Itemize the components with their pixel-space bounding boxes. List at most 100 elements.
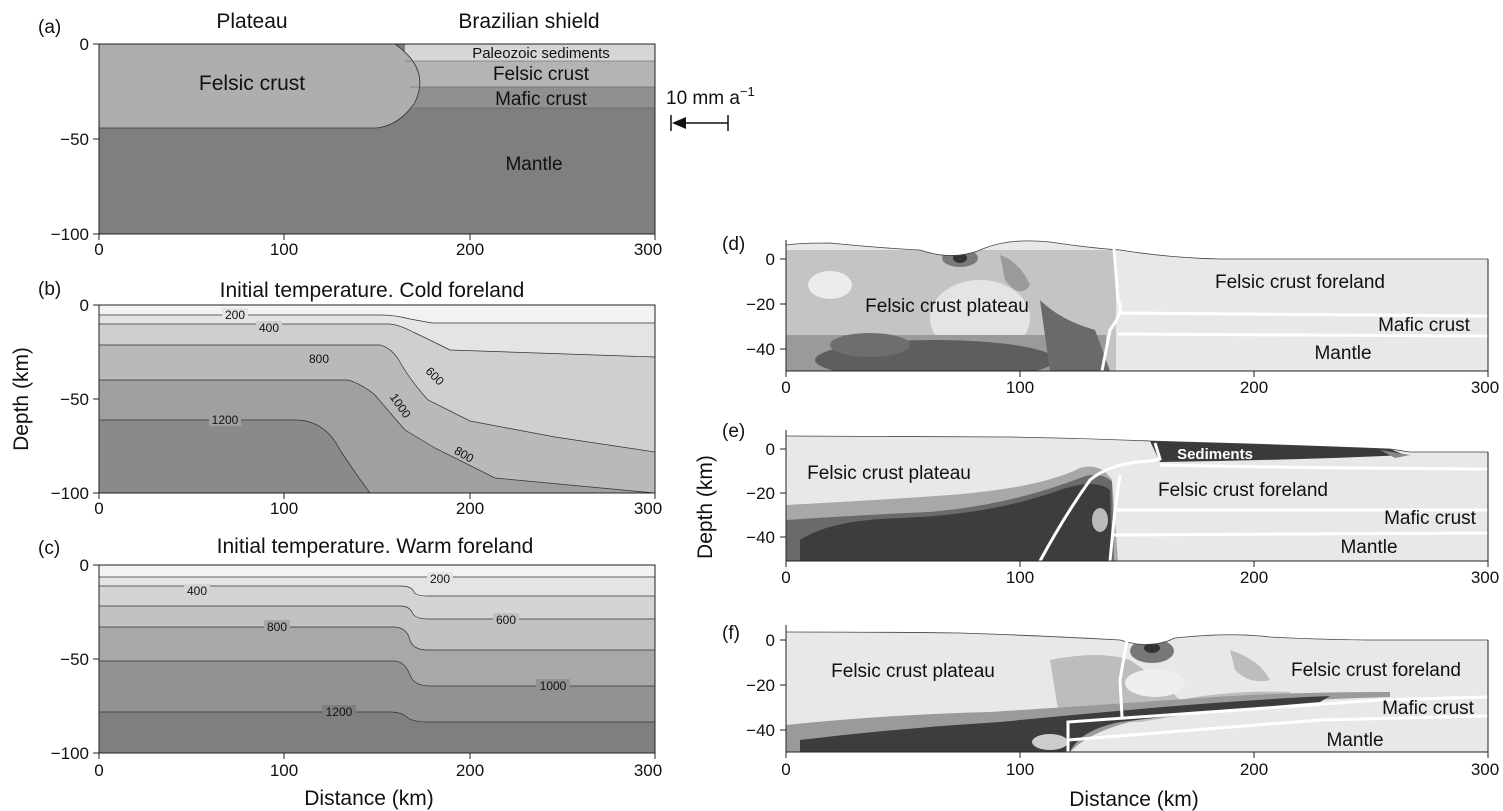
- e-xtick-0: 0: [781, 568, 790, 587]
- panel-b-letter: (b): [38, 279, 61, 300]
- d-xtick-2: 200: [1240, 378, 1268, 397]
- f-ytick-0: 0: [766, 631, 775, 650]
- c-ytick-0: 0: [80, 556, 89, 575]
- b-ytick-0: 0: [80, 296, 89, 315]
- c-ytick-1: −50: [60, 650, 89, 669]
- panel-e-letter: (e): [722, 421, 745, 442]
- left-x-axis-label: Distance (km): [304, 787, 434, 810]
- f-mantle-label: Mantle: [1326, 730, 1383, 751]
- b-contour-200: 200: [225, 308, 245, 322]
- d-xtick-1: 100: [1006, 378, 1034, 397]
- b-ytick-2: −100: [51, 484, 89, 503]
- d-ytick-0: 0: [766, 250, 775, 269]
- a-xtick-2: 200: [456, 240, 484, 259]
- e-ytick-0: 0: [766, 440, 775, 459]
- d-foreland-label: Felsic crust foreland: [1215, 272, 1385, 293]
- felsic-crust-shield-label: Felsic crust: [493, 64, 590, 85]
- f-ytick-2: −40: [746, 721, 775, 740]
- e-mantle-label: Mantle: [1340, 537, 1397, 558]
- c-xtick-3: 300: [634, 761, 662, 780]
- d-xtick-3: 300: [1471, 378, 1499, 397]
- f-xtick-1: 100: [1006, 760, 1034, 779]
- f-xtick-3: 300: [1471, 760, 1499, 779]
- left-y-axis-label: Depth (km): [10, 347, 33, 451]
- velocity-label: 10 mm a−1: [666, 84, 755, 109]
- b-xtick-3: 300: [634, 499, 662, 518]
- c-xtick-2: 200: [456, 761, 484, 780]
- f-ytick-1: −20: [746, 676, 775, 695]
- f-foreland-label: Felsic crust foreland: [1291, 660, 1461, 681]
- panel-c-title: Initial temperature. Warm foreland: [217, 535, 534, 558]
- c-xtick-1: 100: [270, 761, 298, 780]
- a-ytick-2: −100: [51, 225, 89, 244]
- mafic-crust-label: Mafic crust: [495, 89, 588, 110]
- d-xtick-0: 0: [781, 378, 790, 397]
- paleozoic-sediments-label: Paleozoic sediments: [472, 45, 610, 62]
- b-xtick-2: 200: [456, 499, 484, 518]
- mantle-label: Mantle: [505, 154, 562, 175]
- e-xtick-1: 100: [1006, 568, 1034, 587]
- f-boundary-line: [1118, 639, 1129, 718]
- f-xtick-2: 200: [1240, 760, 1268, 779]
- a-xtick-0: 0: [94, 240, 103, 259]
- e-ytick-2: −40: [746, 528, 775, 547]
- panel-c-letter: (c): [38, 538, 60, 559]
- a-xtick-3: 300: [634, 240, 662, 259]
- a-ytick-0: 0: [80, 35, 89, 54]
- e-plateau-label: Felsic crust plateau: [807, 463, 971, 484]
- b-contour-1200: 1200: [212, 413, 239, 427]
- panel-a-letter: (a): [38, 17, 61, 38]
- panel-a: (a) Plateau Brazilian shield Felsic crus…: [38, 10, 755, 259]
- c-contour-1000: 1000: [540, 679, 567, 693]
- c-contour-400: 400: [187, 584, 207, 598]
- d-mafic-label: Mafic crust: [1378, 315, 1471, 336]
- velocity-arrow-icon: [672, 117, 686, 129]
- right-x-axis-label: Distance (km): [1069, 788, 1199, 811]
- e-ytick-1: −20: [746, 484, 775, 503]
- c-ytick-2: −100: [51, 744, 89, 763]
- e-xtick-2: 200: [1240, 568, 1268, 587]
- f-mafic-label: Mafic crust: [1382, 698, 1475, 719]
- a-xtick-1: 100: [270, 240, 298, 259]
- b-contour-800a: 800: [309, 352, 329, 366]
- paleozoic-sediments-layer: [405, 44, 655, 61]
- d-plateau-label: Felsic crust plateau: [865, 296, 1029, 317]
- panel-f: (f) Felsic crust plateau Felsic crust fo…: [722, 623, 1499, 779]
- panel-b-title: Initial temperature. Cold foreland: [220, 279, 525, 302]
- panel-b: (b) Initial temperature. Cold foreland 2…: [38, 279, 662, 518]
- d-ytick-2: −40: [746, 340, 775, 359]
- e-foreland-label: Felsic crust foreland: [1158, 480, 1328, 501]
- d-mantle-label: Mantle: [1314, 343, 1371, 364]
- e-sediments-label: Sediments: [1177, 446, 1253, 463]
- felsic-crust-shield-layer: [405, 61, 655, 87]
- panel-d-letter: (d): [722, 234, 745, 255]
- b-ytick-1: −50: [60, 390, 89, 409]
- panel-f-letter: (f): [722, 623, 740, 644]
- c-contour-800: 800: [267, 620, 287, 634]
- plateau-title: Plateau: [216, 10, 287, 33]
- e-boundary-line: [1038, 442, 1162, 562]
- d-ytick-1: −20: [746, 295, 775, 314]
- f-xtick-0: 0: [781, 760, 790, 779]
- panel-d: (d) Felsic crust plateau Felsic crust fo…: [722, 234, 1499, 397]
- b-xtick-0: 0: [94, 499, 103, 518]
- a-ytick-1: −50: [60, 130, 89, 149]
- c-contour-600: 600: [496, 613, 516, 627]
- e-mafic-label: Mafic crust: [1384, 508, 1477, 529]
- c-contour-200: 200: [430, 572, 450, 586]
- f-plateau-label: Felsic crust plateau: [831, 661, 995, 682]
- panel-c: (c) Initial temperature. Warm foreland 2…: [38, 535, 662, 780]
- right-y-axis-label: Depth (km): [694, 455, 717, 559]
- b-xtick-1: 100: [270, 499, 298, 518]
- felsic-crust-plateau-label: Felsic crust: [199, 72, 305, 95]
- b-contour-400: 400: [259, 321, 279, 335]
- brazilian-shield-title: Brazilian shield: [458, 10, 599, 33]
- felsic-crust-plateau-layer: [98, 43, 421, 129]
- e-xtick-3: 300: [1471, 568, 1499, 587]
- mafic-crust-layer: [405, 87, 655, 108]
- c-xtick-0: 0: [94, 761, 103, 780]
- c-contour-1200: 1200: [326, 705, 353, 719]
- d-boundary-line: [1100, 247, 1122, 372]
- panel-e: (e) Felsic crust plateau Sediments Felsi…: [722, 421, 1499, 587]
